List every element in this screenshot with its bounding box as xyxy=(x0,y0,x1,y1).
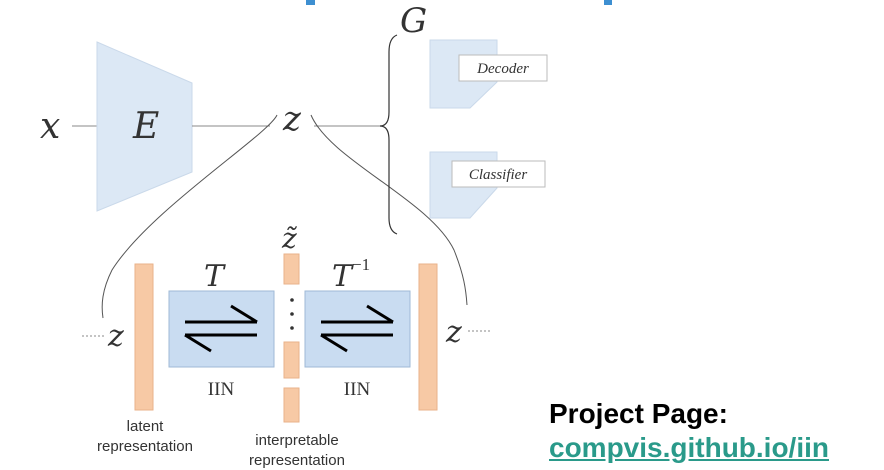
title-fragment-left xyxy=(306,0,315,5)
expand-curve-right xyxy=(310,114,468,306)
inverse-T-symbol: T xyxy=(332,259,354,294)
project-page-link[interactable]: compvis.github.io/iin xyxy=(549,432,829,463)
ellipsis-dot xyxy=(290,312,294,316)
encoder-block xyxy=(96,41,193,212)
latent-z-symbol: z xyxy=(282,99,302,139)
right-z-symbol: z xyxy=(445,315,462,350)
decoder-label-box xyxy=(458,54,548,82)
classifier-label: Classifier xyxy=(469,167,528,183)
interpretable-factor-segment xyxy=(283,387,300,423)
interpretable-z-tilde-symbol: z̃ xyxy=(281,222,298,255)
generator-brace xyxy=(379,34,398,235)
input-x-symbol: x xyxy=(40,106,60,147)
iin-inverse-label: IIN xyxy=(344,379,371,400)
latent-caption-line2: representation xyxy=(97,438,193,455)
classifier-label-box xyxy=(451,160,546,188)
harpoon-icon-right xyxy=(320,304,394,353)
ellipsis-dot xyxy=(290,326,294,330)
generator-G-symbol: G xyxy=(400,1,427,41)
latent-caption-line1: latent xyxy=(127,418,165,435)
decoder-label: Decoder xyxy=(476,61,529,77)
iin-forward-block xyxy=(168,290,275,368)
interpretable-caption-line2: representation xyxy=(249,452,345,469)
title-fragment-right xyxy=(604,0,612,5)
project-page-title: Project Page: xyxy=(549,398,728,429)
iin-inverse-block xyxy=(304,290,411,368)
latent-representation-bar xyxy=(134,263,154,411)
interpretable-caption-line1: interpretable xyxy=(255,432,338,449)
left-z-symbol: z xyxy=(107,319,124,354)
encoder-E-symbol: E xyxy=(132,106,159,147)
expand-curve-left xyxy=(101,114,278,319)
interpretable-factor-segment xyxy=(283,253,300,285)
interpretable-factor-segment xyxy=(283,341,300,379)
forward-T-symbol: T xyxy=(204,259,226,294)
iin-forward-label: IIN xyxy=(208,379,235,400)
reconstructed-latent-bar xyxy=(418,263,438,411)
ellipsis-dot xyxy=(290,298,294,302)
inverse-T-superscript: −1 xyxy=(352,255,370,274)
harpoon-icon-left xyxy=(184,304,258,353)
